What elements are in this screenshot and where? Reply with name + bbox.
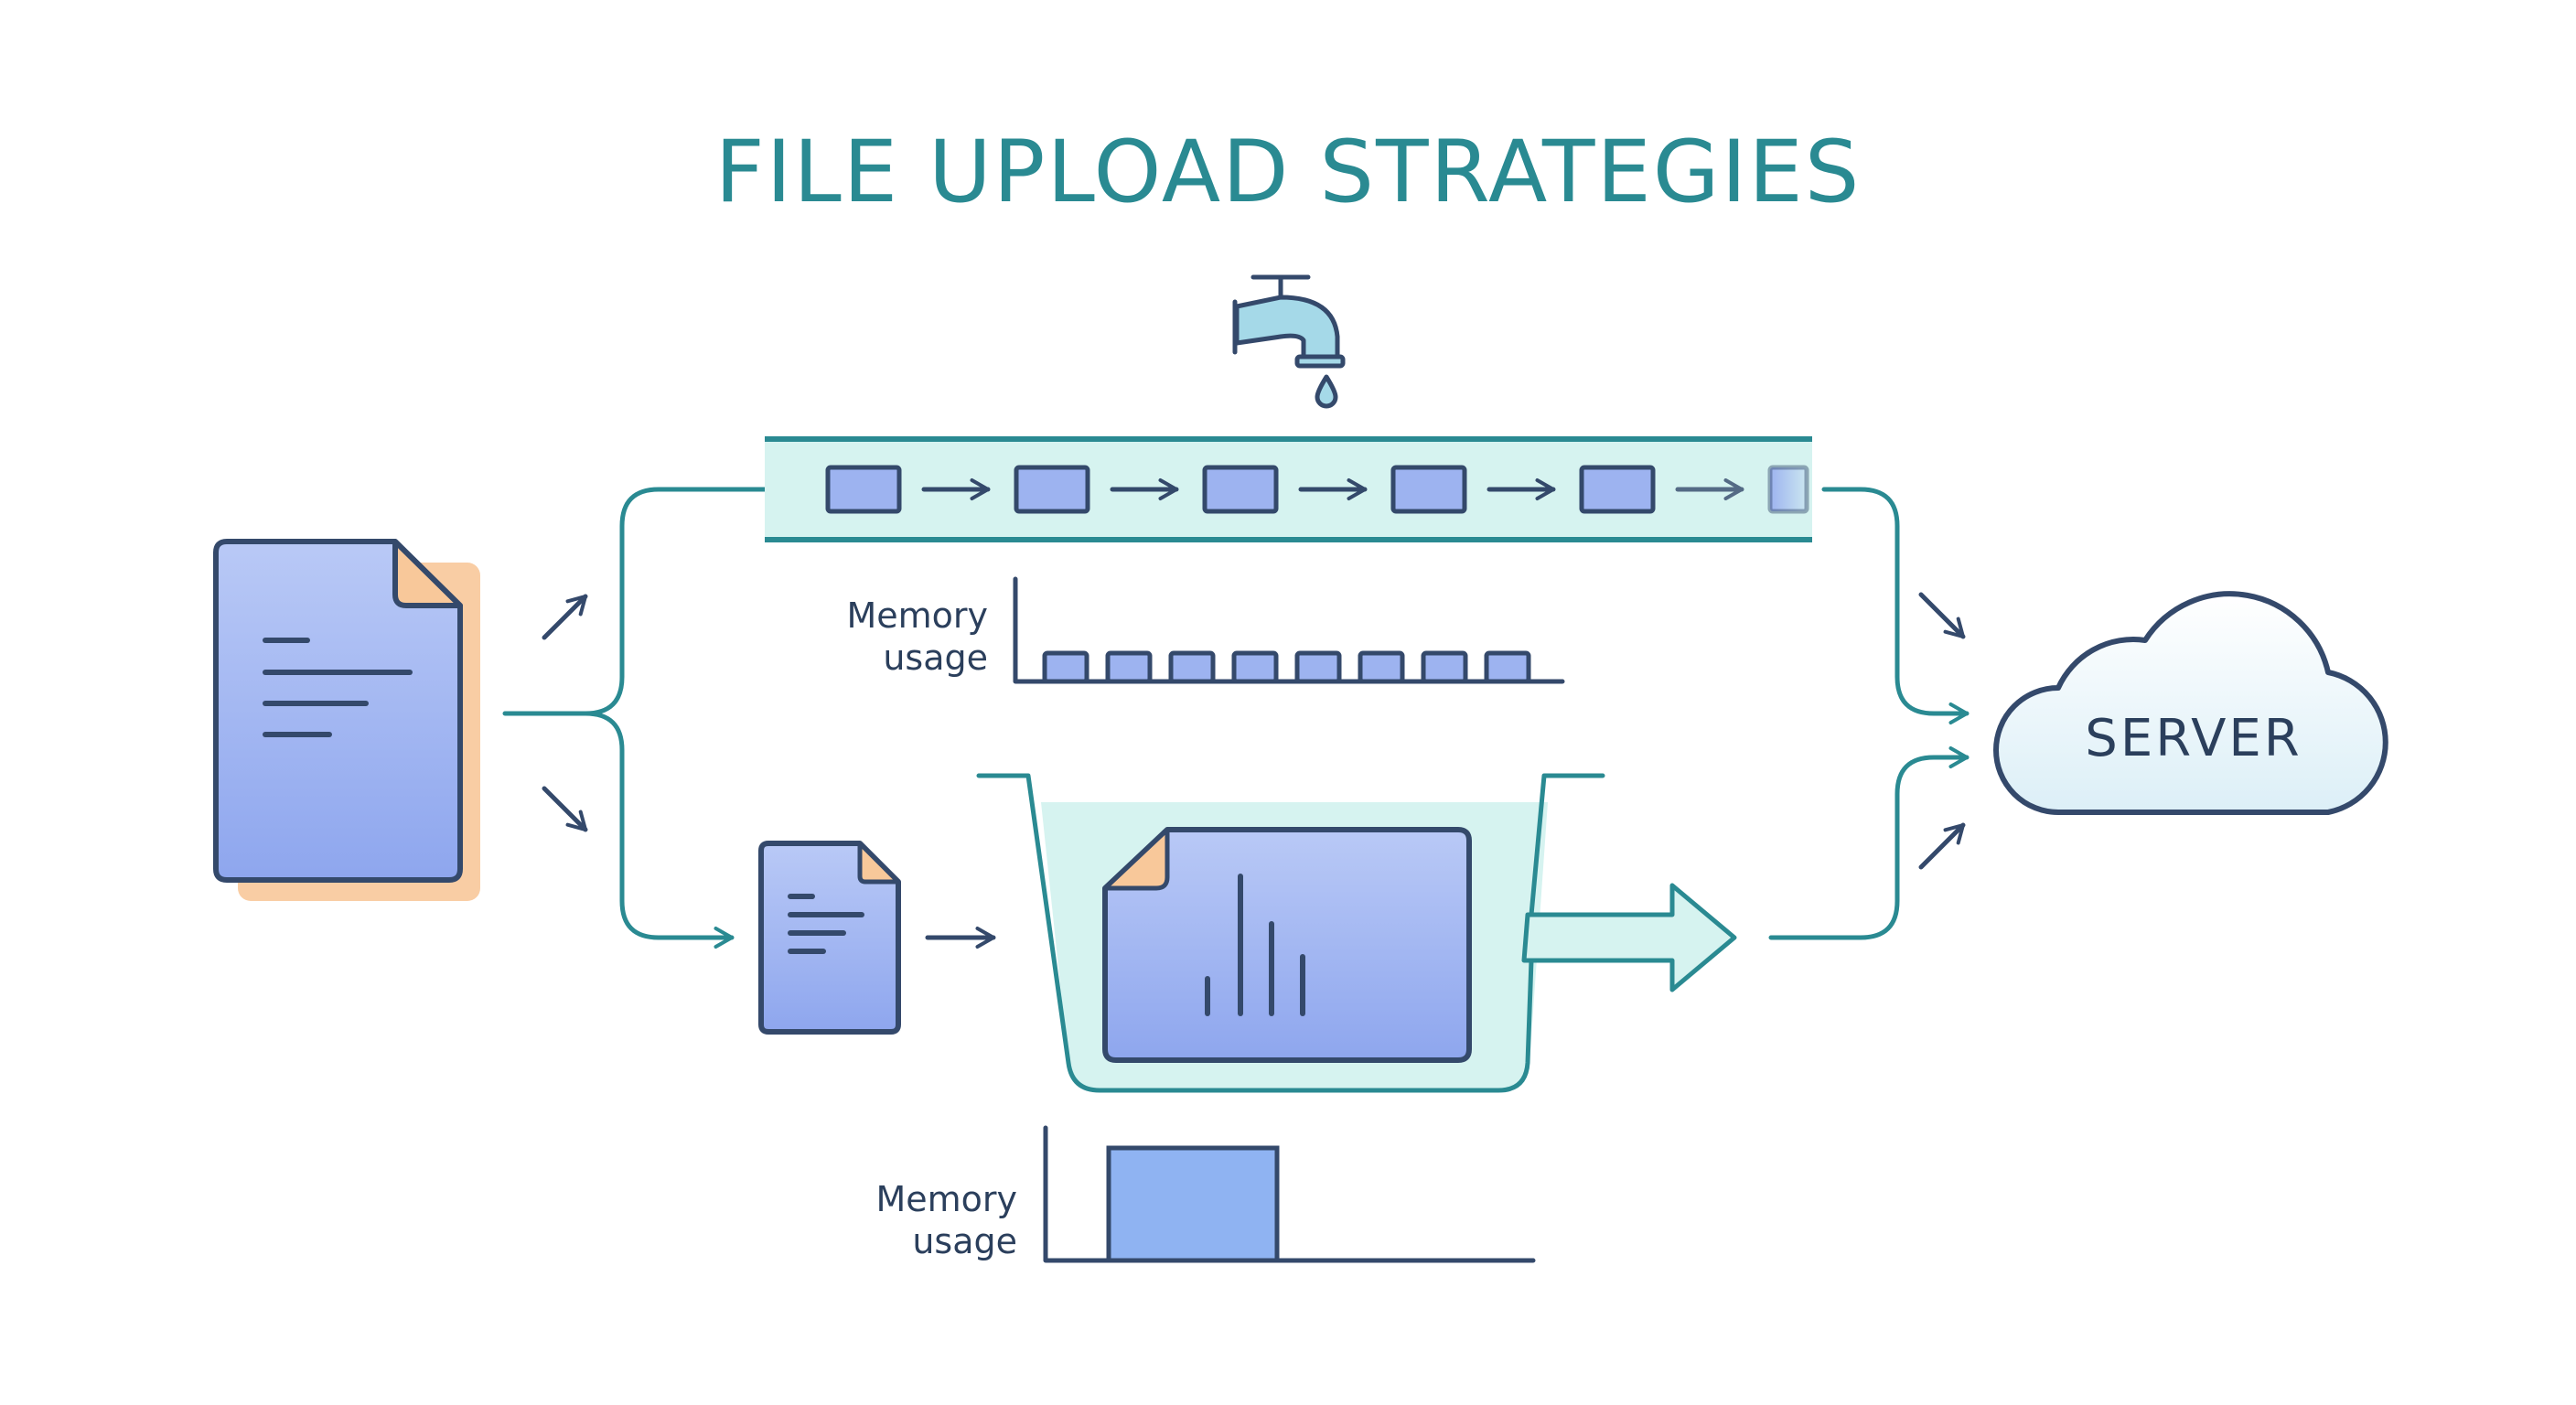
split-up-arrow-icon [542,594,588,640]
buffered-memory-chart [1043,1125,1536,1263]
split-down-arrow-icon [542,786,588,832]
stream-chunk [1390,465,1467,514]
buffered-memory-label-line2: usage [912,1221,1017,1261]
faucet-icon [1232,274,1346,409]
small-file-icon [758,841,901,1035]
streaming-memory-chart [1013,576,1565,684]
stream-to-server-connector [1821,487,1970,724]
buffered-memory-label-line1: Memory [875,1179,1017,1219]
buffer-to-server-connector [1768,746,1970,940]
streaming-memory-label-line2: usage [883,638,988,678]
stream-chunk [825,465,902,514]
buffered-file-icon [1102,827,1472,1063]
stream-chunk [1014,465,1090,514]
server-label: SERVER [2085,709,2302,768]
stream-chunk-fading [1767,465,1809,514]
fork-connector [502,478,799,949]
page-title: FILE UPLOAD STRATEGIES [715,123,1862,222]
source-document-icon [213,539,480,901]
stream-chunk [1579,465,1656,514]
to-server-up-arrow-icon [1918,822,1966,870]
server-cloud-icon [1993,591,2388,815]
to-server-down-arrow-icon [1918,592,1966,639]
streaming-memory-label-line1: Memory [846,595,988,636]
stream-chunk [1202,465,1279,514]
